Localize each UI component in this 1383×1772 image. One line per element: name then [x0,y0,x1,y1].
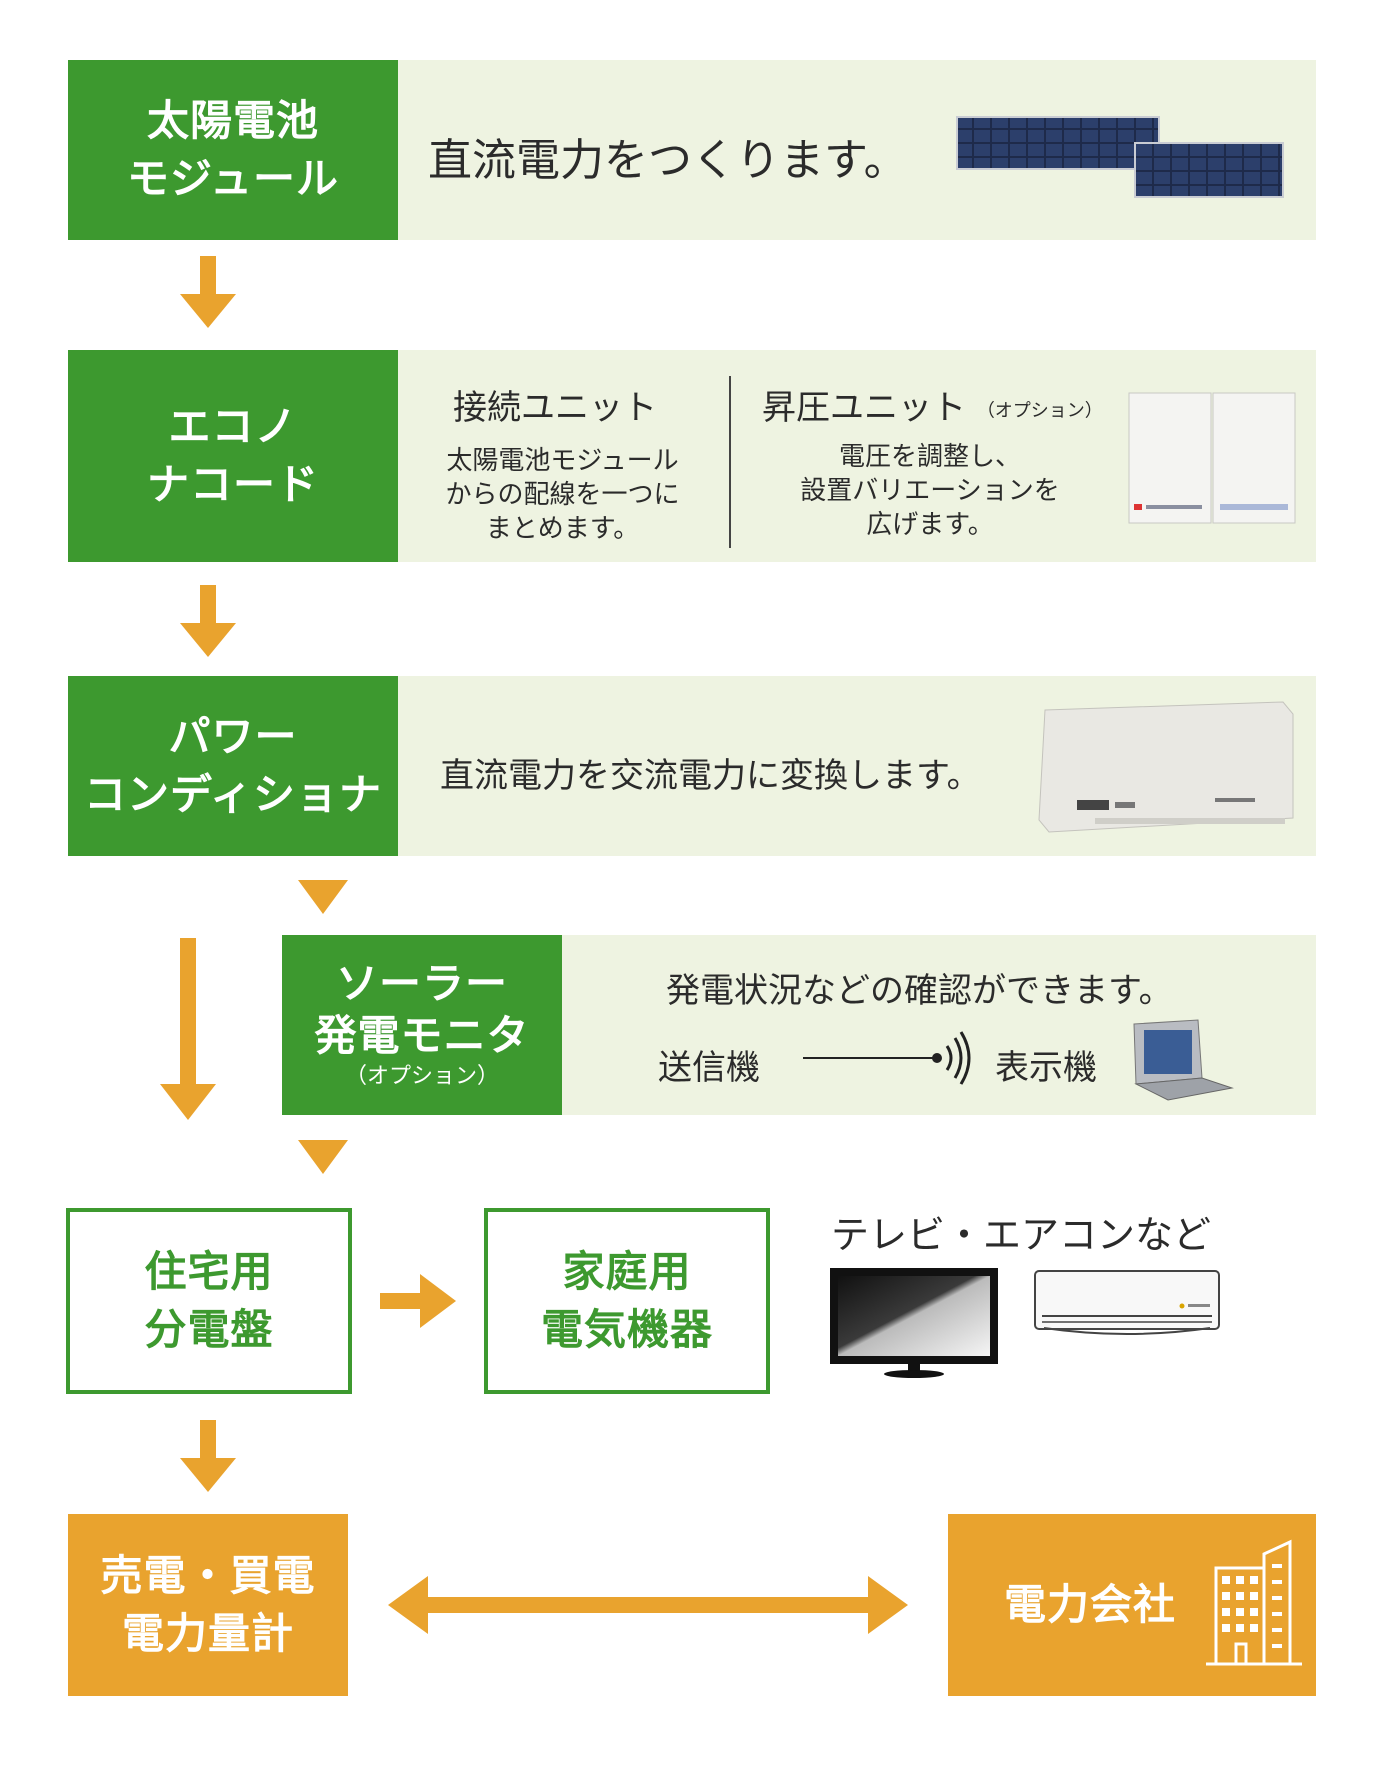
down-arrow-3 [180,1420,236,1492]
solar-module-desc: 直流電力をつくります。 [428,135,908,186]
solar-module-box: 太陽電池 モジュール [68,60,398,240]
power-conditioner-desc: 直流電力を交流電力に変換します。 [440,756,981,796]
power-conditioner-icon [1038,701,1294,833]
econona-code-title-1: エコノ [168,402,298,451]
solar-monitor-desc: 発電状況などの確認ができます。 [666,971,1173,1011]
boost-unit-option: （オプション） [976,400,1103,422]
appliance-examples: テレビ・エアコンなど [831,1213,1212,1257]
air-conditioner-icon [1034,1270,1220,1335]
econona-code-title-2: ナコード [146,460,319,509]
connection-unit-desc: 太陽電池モジュール からの配線を一つに まとめます。 [420,444,705,546]
distribution-panel-title-2: 分電盤 [144,1305,274,1354]
connection-unit-desc-1: 太陽電池モジュール [446,446,679,476]
signal-line-icon [803,1031,971,1085]
unit-divider [729,376,731,548]
home-appliance-title-1: 家庭用 [562,1247,692,1296]
solar-monitor-box: ソーラー 発電モニタ （オプション） [282,935,562,1115]
home-appliance-title-2: 電気機器 [540,1305,713,1354]
connection-unit-desc-3: まとめます。 [485,514,640,544]
power-company-title: 電力会社 [1004,1580,1177,1629]
power-conditioner-title-2: コンディショナ [83,770,383,819]
down-triangle-2 [298,1140,348,1174]
solar-module-title-1: 太陽電池 [146,96,319,145]
solar-monitor-title-1: ソーラー [335,959,508,1008]
display-label: 表示機 [995,1048,1097,1088]
connection-unit-title: 接続ユニット [453,388,657,428]
boost-unit-desc: 電圧を調整し、 設置バリエーションを 広げます。 [780,440,1080,542]
connection-unit-icon [1128,392,1296,524]
tv-icon [830,1268,998,1378]
power-company-box: 電力会社 [948,1514,1316,1696]
building-icon [1206,1539,1302,1666]
boost-unit-desc-3: 広げます。 [866,510,994,540]
monitor-display-icon [1133,1019,1234,1101]
down-arrow-long [160,938,216,1120]
econona-code-box: エコノ ナコード [68,350,398,562]
down-arrow-2 [180,585,236,657]
power-conditioner-box: パワー コンディショナ [68,676,398,856]
power-meter-title-1: 売電・買電 [100,1551,316,1600]
solar-module-title-2: モジュール [126,154,340,203]
down-triangle-1 [298,880,348,914]
power-meter-title-2: 電力量計 [121,1609,294,1658]
distribution-panel-title-1: 住宅用 [144,1247,274,1296]
boost-unit-title: 昇圧ユニット （オプション） [762,380,1103,429]
boost-unit-title-text: 昇圧ユニット [762,388,966,428]
down-arrow-1 [180,256,236,328]
double-arrow [388,1576,908,1634]
distribution-panel-box: 住宅用 分電盤 [66,1208,352,1394]
solar-monitor-title-2: 発電モニタ [314,1011,530,1060]
solar-monitor-option: （オプション） [344,1064,499,1089]
boost-unit-desc-1: 電圧を調整し、 [838,442,1021,472]
power-conditioner-title-1: パワー [168,712,298,761]
connection-unit-desc-2: からの配線を一つに [445,480,680,510]
solar-panel-icon [956,116,1284,198]
sender-label: 送信機 [658,1048,760,1088]
boost-unit-desc-2: 設置バリエーションを [800,476,1060,506]
right-arrow [380,1274,456,1328]
power-meter-box: 売電・買電 電力量計 [68,1514,348,1696]
home-appliance-box: 家庭用 電気機器 [484,1208,770,1394]
